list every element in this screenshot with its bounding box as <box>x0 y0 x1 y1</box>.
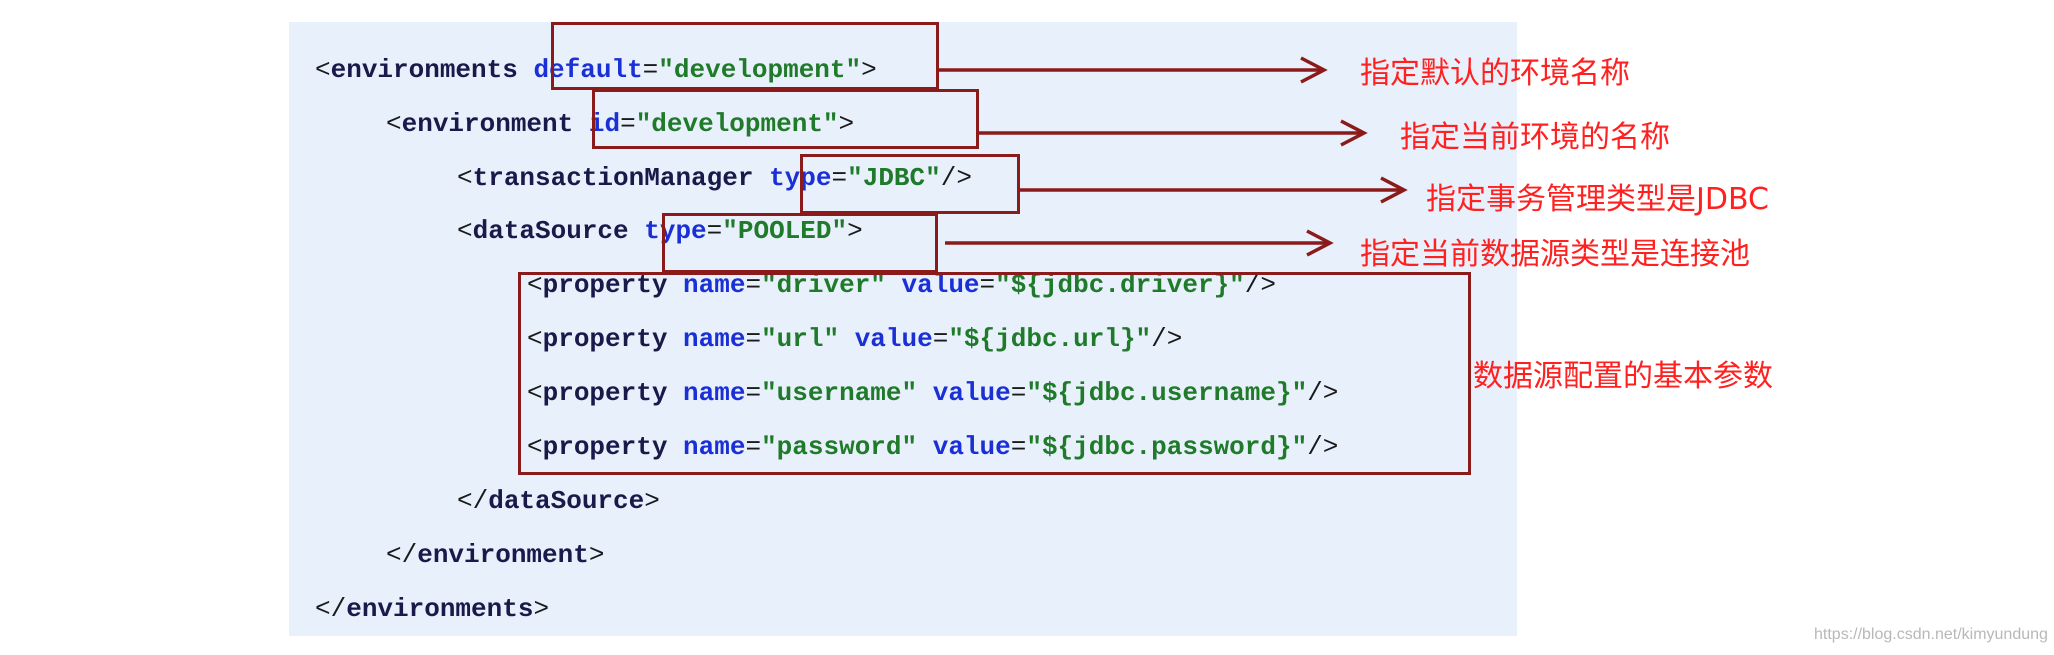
bracket: > <box>838 109 855 139</box>
bracket: /> <box>1244 270 1276 300</box>
bracket: /> <box>1307 378 1339 408</box>
bracket: < <box>527 432 543 462</box>
tag-name: property <box>542 270 668 300</box>
equals: = <box>745 270 762 300</box>
annotation-ds-params: 数据源配置的基本参数 <box>1473 359 1773 394</box>
equals: = <box>745 324 762 354</box>
attr-name: name <box>683 324 746 354</box>
attr-name: value <box>901 270 980 300</box>
code-line-environment-close: </environment> <box>386 535 604 575</box>
bracket: /> <box>1307 432 1339 462</box>
attr-value: "${jdbc.url}" <box>948 324 1152 354</box>
attr-name: value <box>854 324 933 354</box>
arrowhead-tx-type <box>1380 176 1408 204</box>
highlight-box-id <box>592 89 979 149</box>
equals: = <box>932 324 949 354</box>
equals: = <box>979 270 996 300</box>
tag-name: environment <box>417 540 589 570</box>
code-line-property-driver: <property name="driver" value="${jdbc.dr… <box>527 265 1276 305</box>
highlight-box-ds-type <box>662 213 938 273</box>
equals: = <box>745 432 762 462</box>
code-line-environments-open: <environments default="development"> <box>315 50 877 90</box>
attr-name: type <box>644 216 707 246</box>
bracket: < <box>527 378 543 408</box>
attr-value: "${jdbc.username}" <box>1026 378 1308 408</box>
arrowhead-id <box>1340 119 1368 147</box>
attr-value: "development" <box>658 55 862 85</box>
code-line-datasource-close: </dataSource> <box>457 481 660 521</box>
bracket: </ <box>457 486 489 516</box>
tag-name: dataSource <box>488 486 645 516</box>
bracket: > <box>861 55 877 85</box>
code-line-property-url: <property name="url" value="${jdbc.url}"… <box>527 319 1182 359</box>
annotation-tx-type: 指定事务管理类型是JDBC <box>1426 182 1769 217</box>
tag-name: environments <box>346 594 534 624</box>
attr-name: value <box>932 432 1011 462</box>
bracket: </ <box>386 540 418 570</box>
tag-name: transactionManager <box>472 163 754 193</box>
equals: = <box>620 109 636 139</box>
code-panel <box>289 22 1517 636</box>
annotation-ds-type: 指定当前数据源类型是连接池 <box>1360 237 1750 272</box>
annotation-default-env: 指定默认的环境名称 <box>1360 56 1630 91</box>
tag-name: property <box>542 324 668 354</box>
code-line-datasource-open: <dataSource type="POOLED"> <box>457 211 863 251</box>
code-line-property-username: <property name="username" value="${jdbc.… <box>527 373 1338 413</box>
bracket: > <box>588 540 605 570</box>
tag-name: environment <box>401 109 574 139</box>
tag-name: dataSource <box>472 216 629 246</box>
bracket: < <box>527 324 543 354</box>
tag-name: environments <box>330 55 518 85</box>
equals: = <box>831 163 848 193</box>
attr-value: "driver" <box>761 270 886 300</box>
bracket: </ <box>315 594 347 624</box>
bracket: < <box>386 109 402 139</box>
equals: = <box>642 55 659 85</box>
equals: = <box>1010 378 1027 408</box>
attr-value: "password" <box>761 432 918 462</box>
code-line-transaction-manager: <transactionManager type="JDBC"/> <box>457 158 972 198</box>
attr-value: "${jdbc.password}" <box>1026 432 1308 462</box>
attr-name: name <box>683 270 746 300</box>
tag-name: property <box>542 378 668 408</box>
attr-name: name <box>683 432 746 462</box>
bracket: > <box>533 594 550 624</box>
highlight-box-default <box>551 22 939 90</box>
equals: = <box>706 216 723 246</box>
attr-value: "${jdbc.driver}" <box>995 270 1245 300</box>
attr-name: value <box>932 378 1011 408</box>
bracket: < <box>527 270 543 300</box>
equals: = <box>745 378 762 408</box>
attr-value: "development" <box>635 109 839 139</box>
arrowhead-default <box>1300 56 1328 84</box>
bracket: < <box>457 216 473 246</box>
code-line-environments-close: </environments> <box>315 589 549 629</box>
highlight-box-properties <box>518 272 1471 475</box>
bracket: /> <box>940 163 972 193</box>
bracket: /> <box>1151 324 1183 354</box>
attr-value: "username" <box>761 378 918 408</box>
bracket: < <box>457 163 473 193</box>
equals: = <box>1010 432 1027 462</box>
bracket: > <box>847 216 863 246</box>
tag-name: property <box>542 432 668 462</box>
bracket: > <box>644 486 660 516</box>
arrowhead-ds-type <box>1306 229 1334 257</box>
attr-value: "url" <box>761 324 840 354</box>
annotation-current-env: 指定当前环境的名称 <box>1400 120 1670 155</box>
attr-value: "POOLED" <box>722 216 848 246</box>
watermark: https://blog.csdn.net/kimyundung <box>1814 626 2048 643</box>
attr-value: "JDBC" <box>847 163 941 193</box>
attr-name: name <box>683 378 746 408</box>
code-line-property-password: <property name="password" value="${jdbc.… <box>527 427 1338 467</box>
bracket: < <box>315 55 331 85</box>
highlight-box-tx-type <box>800 154 1020 214</box>
